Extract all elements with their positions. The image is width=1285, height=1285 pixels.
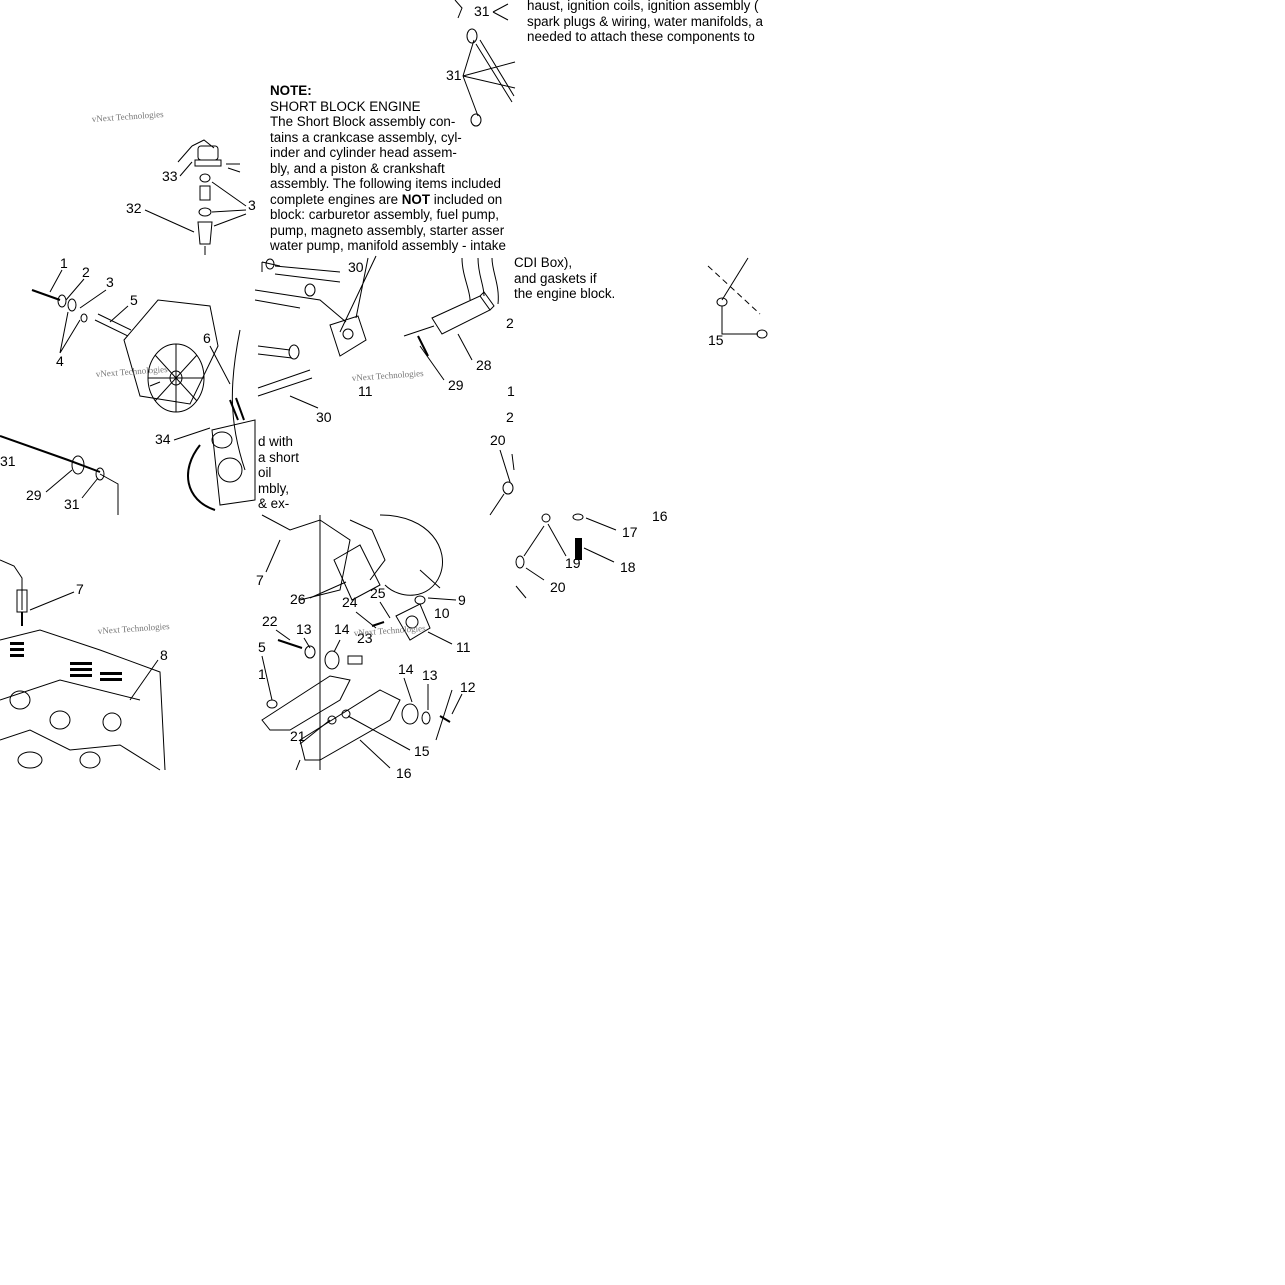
callout-1: 1 (60, 255, 68, 271)
callout-5: 5 (258, 639, 266, 655)
note-top-right: haust, ignition coils, ignition assembly… (527, 0, 763, 45)
callout-11: 11 (358, 383, 373, 399)
callout-7: 7 (256, 572, 264, 588)
note-mid-left: d with a short oil mbly, & ex- (258, 434, 299, 512)
note-line: oil (258, 465, 272, 480)
callout-31-edge: 31 (0, 453, 16, 469)
callout-29: 29 (26, 487, 42, 503)
callout-29: 29 (448, 377, 464, 393)
callout-14: 14 (334, 621, 350, 637)
watermark: vNext Technologies (91, 109, 164, 124)
callout-10: 10 (434, 605, 450, 621)
callout-17: 17 (622, 524, 638, 540)
callout-33: 33 (162, 168, 178, 184)
watermark: vNext Technologies (95, 364, 168, 379)
callout-6: 6 (203, 330, 211, 346)
callout-32: 32 (126, 200, 142, 216)
fuel-pump-drawing (177, 139, 247, 255)
note-mid-right: CDI Box), and gaskets if the engine bloc… (514, 255, 615, 302)
watermark: vNext Technologies (353, 623, 426, 638)
note-bold-word: NOT (401, 191, 431, 207)
note-line: pump, magneto assembly, starter asser (270, 222, 505, 238)
note-line: mbly, (258, 480, 289, 496)
note-text: included on (430, 191, 503, 207)
callout-30: 30 (316, 409, 332, 425)
callout-2: 2 (506, 315, 514, 331)
note-line: needed to attach these components to (527, 29, 755, 44)
note-title: SHORT BLOCK ENGINE (270, 98, 421, 114)
callout-7: 7 (76, 581, 84, 597)
note-heading: NOTE: (270, 83, 312, 98)
note-line: The Short Block assembly con- (270, 114, 456, 129)
callout-4: 4 (56, 353, 64, 369)
callout-20: 20 (550, 579, 566, 595)
callout-13: 13 (422, 667, 438, 683)
note-line: block: carburetor assembly, fuel pump, (270, 207, 499, 222)
note-line: assembly. The following items included (270, 176, 501, 191)
tile-engine-mounts: 7 26 24 25 9 10 11 22 13 14 23 5 1 (256, 514, 476, 781)
note-line: tains a crankcase assembly, cyl- (270, 129, 462, 145)
callout-1: 1 (507, 383, 515, 399)
callout-15: 15 (414, 743, 430, 759)
note-text: complete engines are (270, 191, 402, 207)
callout-25: 25 (370, 585, 386, 601)
callout-16: 16 (652, 508, 668, 524)
tile-mount-hardware: 16 17 18 19 20 (515, 508, 668, 599)
note-short-block: NOTE: SHORT BLOCK ENGINE The Short Block… (270, 83, 506, 254)
note-line: bly, and a piston & crankshaft (270, 160, 445, 176)
note-line: the engine block. (514, 286, 616, 301)
callout-14: 14 (398, 661, 414, 677)
callout-15: 15 (708, 332, 724, 348)
callout-21: 21 (290, 728, 306, 744)
note-line: & ex- (258, 496, 290, 511)
callout-28: 28 (476, 357, 492, 373)
tile-fuel-pump: 33 32 3 (126, 139, 256, 255)
note-line: haust, ignition coils, ignition assembly… (527, 0, 759, 13)
callout-11: 11 (456, 639, 471, 655)
callout-18: 18 (620, 559, 636, 575)
tile-cylinder-head: 7 8 (0, 559, 168, 771)
callout-16: 16 (396, 765, 412, 781)
callout-22: 22 (262, 613, 278, 629)
callout-2: 2 (82, 264, 90, 280)
callout-26: 26 (290, 591, 306, 607)
note-line: d with (258, 434, 293, 449)
note-line: and gaskets if (514, 270, 597, 286)
callout-3: 3 (248, 197, 256, 213)
tile-exhaust-top: 31 31 (446, 0, 516, 127)
tile-engine-mount-right: 15 (707, 257, 768, 348)
note-line: inder and cylinder head assem- (270, 145, 457, 160)
callout-24: 24 (342, 594, 358, 610)
callout-1: 1 (258, 666, 266, 682)
callout-34: 34 (155, 431, 171, 447)
watermark: vNext Technologies (97, 621, 170, 636)
callout-31: 31 (64, 496, 80, 512)
note-line: CDI Box), (514, 255, 573, 270)
note-line-bold: complete engines are NOT included on (270, 192, 506, 208)
note-line: spark plugs & wiring, water manifolds, a (527, 13, 763, 29)
callout-9: 9 (458, 592, 466, 608)
callout-31: 31 (446, 67, 462, 83)
note-line: a short (258, 449, 299, 465)
tile-magneto-cdi: 30 30 11 28 29 2 1 2 20 (254, 255, 515, 516)
callout-20: 20 (490, 432, 506, 448)
callout-3: 3 (106, 274, 114, 290)
callout-13: 13 (296, 621, 312, 637)
watermark: vNext Technologies (351, 368, 424, 383)
callout-19: 19 (565, 555, 581, 571)
callout-8: 8 (160, 647, 168, 663)
callout-30: 30 (348, 259, 364, 275)
note-line: water pump, manifold assembly - intake (270, 238, 506, 253)
callout-23: 23 (357, 630, 373, 646)
callout-5: 5 (130, 292, 138, 308)
callout-31: 31 (474, 3, 490, 19)
callout-12: 12 (460, 679, 476, 695)
tile-recoil-starter: 1 2 3 5 4 6 34 31 29 (0, 255, 256, 515)
callout-2: 2 (506, 409, 514, 425)
